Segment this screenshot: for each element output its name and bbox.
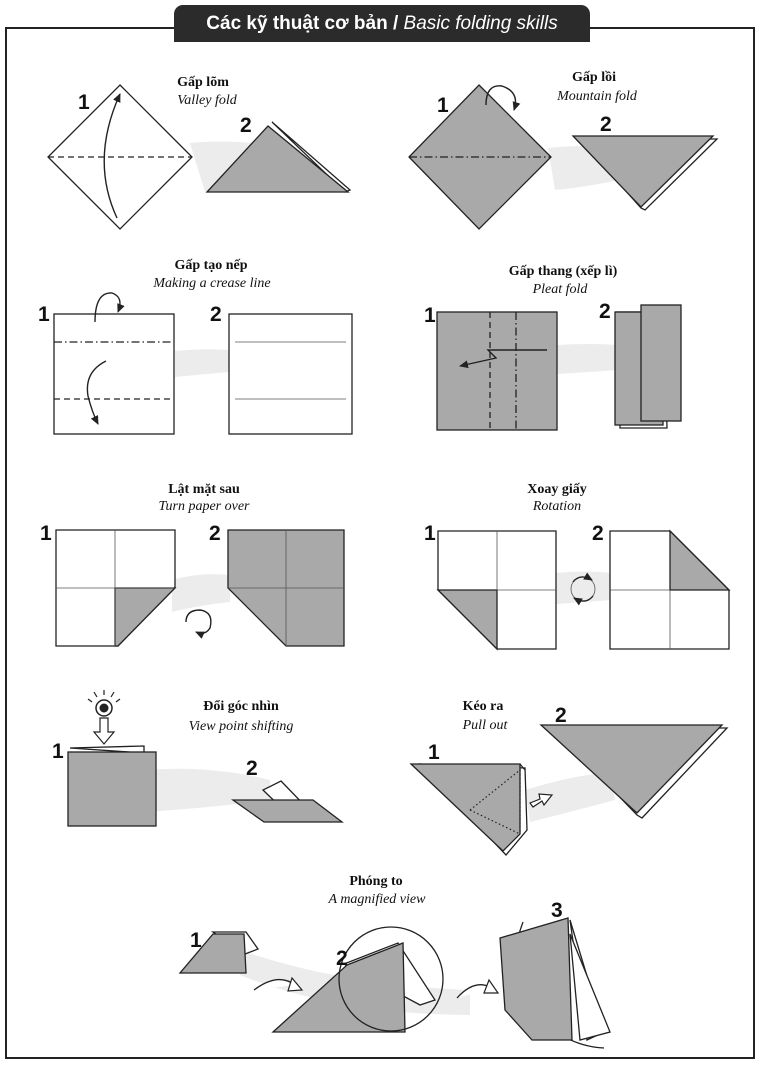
viewpoint-paper-2 bbox=[230, 799, 344, 823]
magnified-paper-1 bbox=[178, 933, 247, 974]
pleat-title-en: Pleat fold bbox=[532, 282, 589, 297]
header-title-en: Basic folding skills bbox=[403, 13, 558, 34]
arrow-right-icon-2-head bbox=[483, 978, 500, 994]
rotation-corner-1 bbox=[436, 589, 498, 651]
viewpoint-edge bbox=[69, 745, 145, 754]
rotation-title-vi: Xoay giấy bbox=[527, 482, 587, 497]
magnified-paper-2 bbox=[271, 942, 406, 1033]
pullout-transition-band bbox=[525, 772, 615, 822]
section-valley-fold: Gấp lõm Valley fold 1 2 bbox=[47, 75, 352, 230]
viewpoint-step-2: 2 bbox=[246, 757, 258, 780]
magnify-circle bbox=[338, 926, 444, 1032]
arrow-right-icon-1-head bbox=[287, 976, 304, 992]
pullout-dotted-line-2 bbox=[469, 809, 521, 835]
pleat-title-vi: Gấp thang (xếp lì) bbox=[509, 264, 618, 279]
viewpoint-title-en: View point shifting bbox=[189, 719, 294, 734]
turnover-transition-band bbox=[172, 574, 230, 612]
valley-title-vi: Gấp lõm bbox=[177, 75, 229, 90]
section-magnified-view: Phóng to A magnified view 1 2 3 bbox=[178, 874, 611, 1049]
turnover-title-en: Turn paper over bbox=[159, 499, 251, 514]
pullout-edge bbox=[519, 763, 526, 771]
turnover-folded-corner bbox=[114, 587, 177, 647]
pleat-strip-front bbox=[640, 304, 682, 422]
rotation-corner-2 bbox=[669, 529, 731, 591]
turnover-step-1: 1 bbox=[40, 522, 52, 545]
mountain-square bbox=[408, 84, 552, 230]
rotation-arrow-bottom bbox=[573, 595, 594, 606]
section-rotation: Xoay giấy Rotation 1 2 bbox=[424, 482, 731, 651]
pleat-step-2: 2 bbox=[599, 300, 611, 323]
mountain-fold-arrow bbox=[485, 85, 521, 111]
turnover-step-2: 2 bbox=[209, 522, 221, 545]
crease-arrow-down bbox=[86, 360, 107, 425]
pullout-step-2: 2 bbox=[555, 704, 567, 727]
pullout-arrow-icon bbox=[529, 793, 554, 808]
rotation-step-2: 2 bbox=[592, 522, 604, 545]
mountain-title-vi: Gấp lồi bbox=[572, 70, 616, 85]
magnified-step-2: 2 bbox=[336, 947, 348, 970]
pleat-transition-band bbox=[557, 344, 618, 374]
pullout-step-1: 1 bbox=[428, 741, 440, 764]
header-title-vi: Các kỹ thuật cơ bản / bbox=[206, 13, 399, 34]
rotation-title-en: Rotation bbox=[532, 499, 581, 514]
valley-step-2: 2 bbox=[240, 114, 252, 137]
crease-square-2 bbox=[228, 313, 353, 435]
magnified-title-en: A magnified view bbox=[328, 892, 427, 907]
valley-title-en: Valley fold bbox=[177, 93, 237, 108]
viewpoint-title-vi: Đổi góc nhìn bbox=[203, 699, 279, 714]
rotation-transition-band bbox=[556, 571, 612, 604]
pullout-title-en: Pull out bbox=[462, 718, 509, 733]
section-pull-out: Kéo ra Pull out 1 2 bbox=[409, 699, 729, 856]
pullout-title-vi: Kéo ra bbox=[463, 699, 504, 714]
crease-step-2: 2 bbox=[210, 303, 222, 326]
valley-fold-arrow bbox=[103, 93, 121, 219]
section-view-point: Đổi góc nhìn View point shifting 1 2 bbox=[52, 690, 344, 827]
crease-step-1: 1 bbox=[38, 303, 50, 326]
magnified-step-1: 1 bbox=[190, 929, 202, 952]
eye-icon bbox=[87, 690, 121, 717]
valley-triangle bbox=[205, 125, 350, 193]
crease-title-vi: Gấp tạo nếp bbox=[174, 258, 247, 273]
crease-arrow-up bbox=[94, 292, 125, 323]
magnified-step-3: 3 bbox=[551, 899, 563, 922]
pleat-step-1: 1 bbox=[424, 304, 436, 327]
crease-title-en: Making a crease line bbox=[152, 276, 270, 291]
pleat-square bbox=[436, 311, 558, 431]
mountain-triangle bbox=[571, 135, 715, 208]
magnified-flap-3 bbox=[569, 933, 611, 1041]
viewpoint-paper-1 bbox=[67, 751, 157, 827]
turnover-title-vi: Lật mặt sau bbox=[168, 482, 240, 497]
pullout-paper-1 bbox=[409, 763, 521, 852]
viewpoint-step-1: 1 bbox=[52, 740, 64, 763]
rotation-arrow-top bbox=[572, 572, 593, 583]
section-pleat-fold: Gấp thang (xếp lì) Pleat fold 1 2 bbox=[424, 264, 682, 431]
pleat-arrow bbox=[459, 349, 547, 369]
mountain-step-2: 2 bbox=[600, 113, 612, 136]
magnified-title-vi: Phóng to bbox=[349, 874, 402, 889]
pullout-triangle bbox=[539, 724, 724, 814]
mountain-step-1: 1 bbox=[437, 94, 449, 117]
rotation-step-1: 1 bbox=[424, 522, 436, 545]
page-header: Các kỹ thuật cơ bản / Basic folding skil… bbox=[174, 5, 590, 42]
section-mountain-fold: Gấp lồi Mountain fold 1 2 bbox=[408, 70, 719, 230]
view-down-arrow-icon bbox=[92, 717, 116, 745]
crease-transition-band bbox=[175, 349, 230, 377]
section-crease-line: Gấp tạo nếp Making a crease line 1 2 bbox=[38, 258, 353, 435]
valley-step-1: 1 bbox=[78, 91, 90, 114]
crease-square-1 bbox=[53, 313, 175, 435]
magnified-paper-3 bbox=[499, 917, 573, 1041]
mountain-title-en: Mountain fold bbox=[556, 89, 638, 104]
turnover-flip-icon bbox=[185, 609, 212, 639]
pullout-dotted-line bbox=[469, 768, 521, 834]
section-turn-over: Lật mặt sau Turn paper over 1 2 bbox=[40, 482, 345, 647]
